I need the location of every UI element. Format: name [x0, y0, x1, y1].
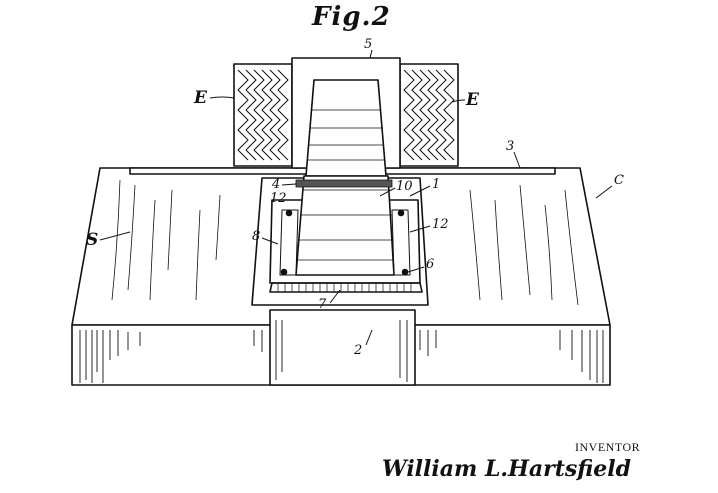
ribbed-base [269, 282, 423, 293]
inventor-label: INVENTOR [575, 440, 641, 454]
figure-title: Fig.2 [312, 2, 391, 32]
label-5: 5 [364, 37, 373, 52]
inventor-signature: William L.Hartsfield [382, 456, 631, 482]
screw [285, 209, 293, 217]
label-7: 7 [318, 297, 327, 312]
label-8: 8 [252, 229, 261, 244]
label-4: 4 [272, 177, 281, 192]
screw [401, 268, 409, 276]
front-block-2 [269, 309, 416, 386]
label-6: 6 [426, 257, 435, 272]
label-2: 2 [354, 343, 363, 358]
label-S: S [86, 230, 99, 250]
slab-front-hatching [79, 330, 604, 383]
label-10: 10 [396, 179, 413, 194]
label-3: 3 [506, 139, 515, 154]
screw [397, 209, 405, 217]
slab-top-grain [111, 179, 579, 306]
label-E-right: E [466, 90, 479, 110]
plunger [295, 175, 395, 276]
label-1: 1 [432, 177, 441, 192]
screw [280, 268, 288, 276]
label-12-left: 12 [270, 191, 287, 206]
label-E-left: E [194, 88, 207, 108]
label-12-right: 12 [432, 217, 449, 232]
label-C: C [614, 173, 624, 188]
